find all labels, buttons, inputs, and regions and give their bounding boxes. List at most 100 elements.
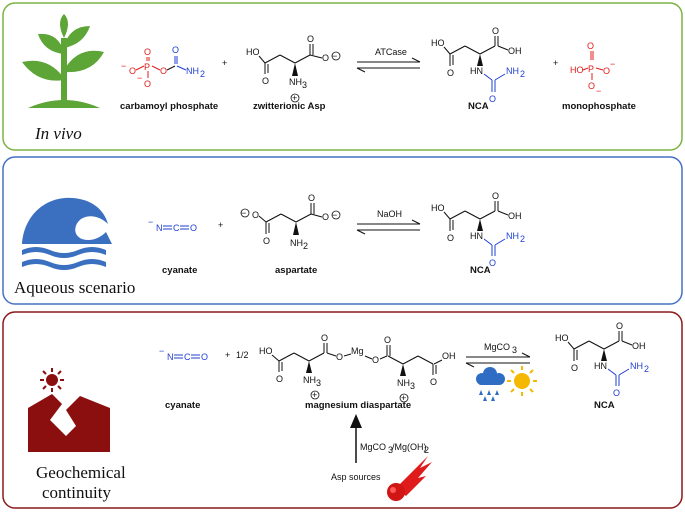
svg-text:NH: NH xyxy=(186,66,199,76)
svg-text:O: O xyxy=(571,363,578,373)
svg-text:O: O xyxy=(603,66,610,76)
plus-sign: + xyxy=(553,58,558,68)
svg-text:2: 2 xyxy=(520,234,525,244)
molecule-nca: HO O O OH HN O NH 2 xyxy=(431,26,525,104)
svg-text:O: O xyxy=(616,321,623,331)
plant-icon xyxy=(22,14,104,108)
molecule-aspartate: − O O NH 2 O O − xyxy=(240,193,341,251)
svg-text:+: + xyxy=(312,390,317,400)
svg-text:O: O xyxy=(489,94,496,104)
molecule-cyanate: − N C O xyxy=(148,217,197,233)
svg-text:−: − xyxy=(148,217,153,227)
svg-text:P: P xyxy=(144,62,150,72)
svg-text:HO: HO xyxy=(431,203,445,213)
asp-sources-label: Asp sources xyxy=(331,472,381,482)
species-label-zwitterionic-asp: zwitterionic Asp xyxy=(253,101,326,112)
plus-sign: + xyxy=(222,58,227,68)
svg-text:C: C xyxy=(173,223,180,233)
svg-text:O: O xyxy=(307,34,314,44)
species-label-aspartate: aspartate xyxy=(275,265,317,276)
panel-geochemical: Geochemical continuity − N C O cyanate +… xyxy=(2,311,683,509)
species-label-nca: NCA xyxy=(468,101,489,112)
arrow-label-mgco3: MgCO xyxy=(484,342,510,352)
meteorite-icon xyxy=(387,456,432,501)
svg-text:2: 2 xyxy=(303,241,308,251)
panel-aqueous-border xyxy=(2,156,683,305)
molecule-carbamoyl-phosphate: − O P O O − O O NH 2 xyxy=(121,45,205,89)
scenario-label-in-vivo: In vivo xyxy=(34,124,82,143)
svg-text:3: 3 xyxy=(410,381,415,391)
equilibrium-arrow-mgco3: MgCO 3 xyxy=(465,342,531,368)
plus-sign: + xyxy=(218,220,223,230)
svg-text:−: − xyxy=(332,210,337,220)
svg-text:O: O xyxy=(201,352,208,362)
volcano-icon xyxy=(28,394,110,452)
svg-text:O: O xyxy=(447,233,454,243)
svg-text:NH: NH xyxy=(506,231,519,241)
svg-text:O: O xyxy=(263,236,270,246)
species-label-cyanate: cyanate xyxy=(162,265,197,276)
molecule-cyanate: − N C O xyxy=(159,346,208,362)
svg-text:3: 3 xyxy=(302,80,307,90)
svg-text:HO: HO xyxy=(246,47,260,57)
svg-text:O: O xyxy=(447,68,454,78)
svg-text:O: O xyxy=(321,333,328,343)
svg-text:2: 2 xyxy=(200,69,205,79)
svg-text:O: O xyxy=(276,374,283,384)
svg-text:O: O xyxy=(588,81,595,91)
svg-text:NH: NH xyxy=(630,361,643,371)
svg-text:O: O xyxy=(144,47,151,57)
svg-text:O: O xyxy=(492,26,499,36)
svg-text:O: O xyxy=(492,191,499,201)
svg-text:O: O xyxy=(172,45,179,55)
molecule-zwitterionic-asp: HO O NH 3 + O O − xyxy=(246,34,341,103)
svg-text:NH: NH xyxy=(290,238,303,248)
vertical-arrow-label: MgCO xyxy=(360,442,386,452)
svg-text:O: O xyxy=(384,335,391,345)
svg-text:3: 3 xyxy=(388,445,393,455)
equilibrium-arrow-naoh: NaOH xyxy=(356,209,421,235)
scenario-label-aqueous: Aqueous scenario xyxy=(14,278,135,297)
panel-aqueous: Aqueous scenario − N C O cyanate + − O O xyxy=(2,156,683,305)
svg-text:O: O xyxy=(144,79,151,89)
species-label-carbamoyl-phosphate: carbamoyl phosphate xyxy=(120,101,218,112)
svg-text:O: O xyxy=(336,352,343,362)
svg-text:O: O xyxy=(252,210,259,220)
svg-text:O: O xyxy=(129,66,136,76)
svg-text:O: O xyxy=(322,53,329,63)
arrow-label-atcase: ATCase xyxy=(375,47,407,57)
plus-sign: + xyxy=(225,350,230,360)
svg-text:−: − xyxy=(121,61,126,71)
svg-text:O: O xyxy=(430,377,437,387)
svg-text:−: − xyxy=(137,73,142,83)
svg-text:−: − xyxy=(159,346,164,356)
svg-text:HO: HO xyxy=(259,346,273,356)
svg-text:O: O xyxy=(308,193,315,203)
scenario-label-geo-line1: Geochemical xyxy=(36,463,126,482)
panel-geochemical-border xyxy=(2,311,683,509)
svg-text:3: 3 xyxy=(316,378,321,388)
svg-text:+: + xyxy=(292,93,297,103)
wave-icon xyxy=(22,197,112,270)
species-label-monophosphate: monophosphate xyxy=(562,101,636,112)
svg-text:+: + xyxy=(401,393,406,403)
svg-text:−: − xyxy=(241,208,246,218)
species-label-nca: NCA xyxy=(594,400,615,411)
svg-text:HN: HN xyxy=(594,361,607,371)
svg-text:P: P xyxy=(588,64,594,74)
stoichiometric-coefficient: 1/2 xyxy=(236,350,249,360)
rain-cloud-icon xyxy=(476,367,505,401)
molecule-magnesium-diaspartate: HO O NH 3 + O O Mg O O xyxy=(259,333,456,403)
svg-text:HO: HO xyxy=(431,38,445,48)
svg-text:HN: HN xyxy=(470,66,483,76)
svg-text:OH: OH xyxy=(442,351,456,361)
svg-text:O: O xyxy=(190,223,197,233)
scenario-label-geo-line2: continuity xyxy=(42,483,111,502)
svg-text:−: − xyxy=(610,59,615,69)
svg-text:O: O xyxy=(160,66,167,76)
panel-in-vivo-border xyxy=(2,2,683,151)
svg-text:3: 3 xyxy=(512,345,517,355)
svg-text:NH: NH xyxy=(303,375,316,385)
arrow-label-naoh: NaOH xyxy=(377,209,402,219)
